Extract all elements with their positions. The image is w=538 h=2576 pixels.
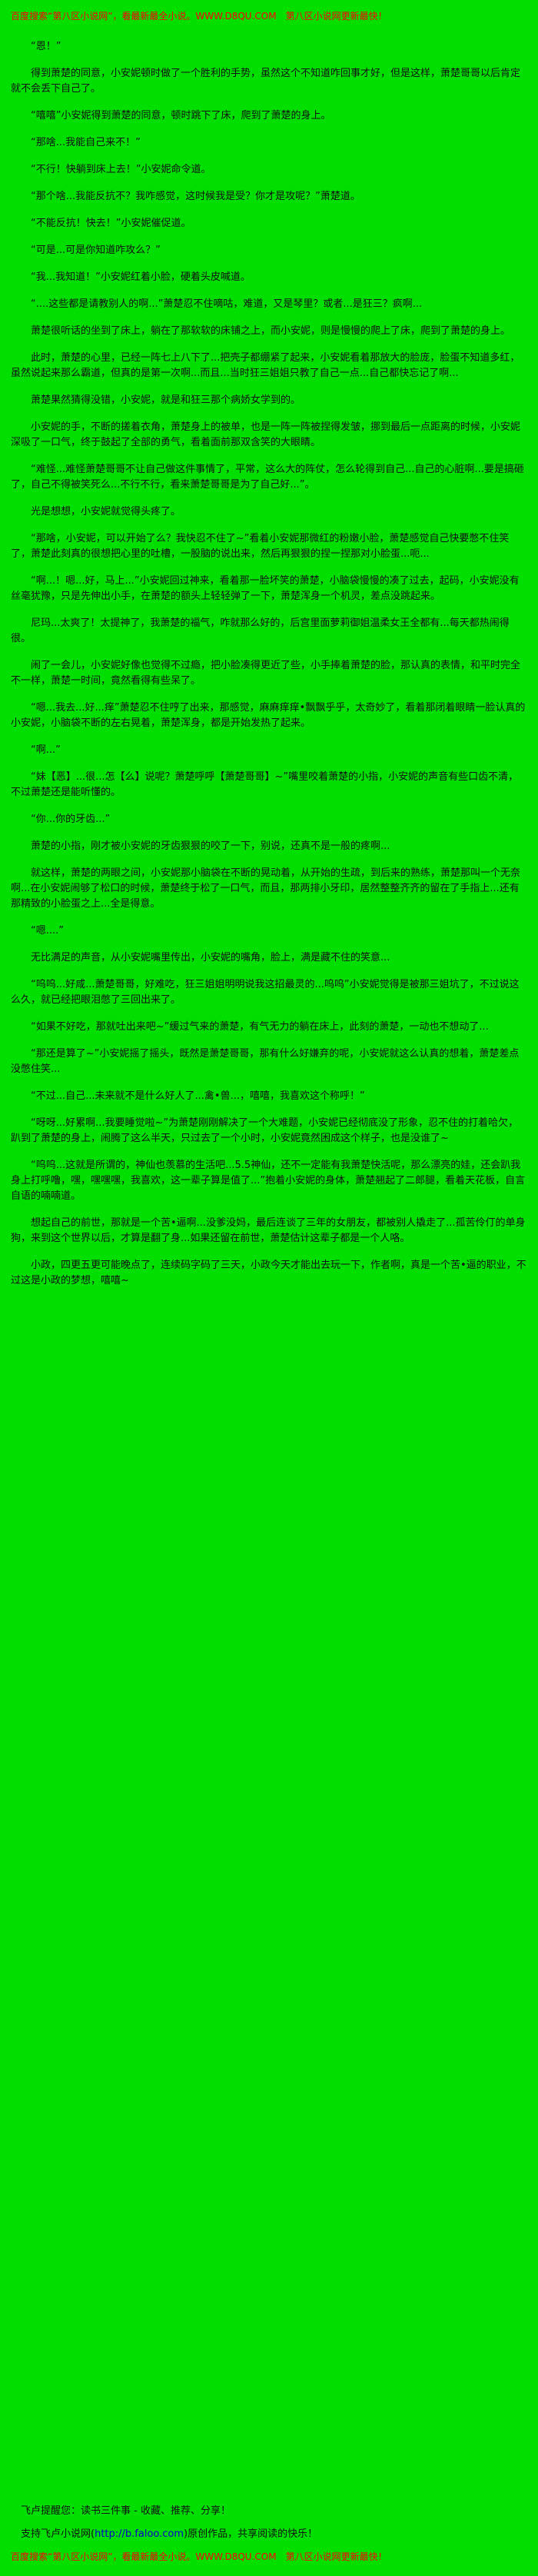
novel-paragraph: “啊...”	[31, 744, 61, 756]
novel-paragraph: 就这样，萧楚的两眼之间，小安妮那小脑袋在不断的晃动着，从开始的生疏，到后来的熟练…	[11, 867, 521, 910]
novel-paragraph: “啊...！嗯...好，马上...”小安妮回过神来，看着那一脸坏笑的萧楚，小脑袋…	[11, 575, 520, 602]
faloo-link[interactable]: http://b.faloo.com	[95, 2528, 184, 2540]
novel-paragraph: 尼玛...太爽了！太提神了，我萧楚的福气，咋就那么好的，后宫里面萝莉御姐温柔女王…	[11, 617, 510, 644]
novel-paragraph: “那啥...我能自己来不！”	[31, 137, 141, 148]
novel-paragraph: “呜呜...这就是所谓的，神仙也羡慕的生活吧...5.5神仙，还不一定能有我萧楚…	[11, 1160, 526, 1202]
novel-paragraph: “恩！”	[31, 41, 61, 52]
top-promo-banner[interactable]: 百度搜索“第八区小说网”，看最新最全小说。WWW.D8QU.COM 第八区小说网…	[11, 11, 387, 22]
support-line: 支持飞卢小说网(http://b.faloo.com)原创作品，共享阅读的快乐！	[11, 2527, 527, 2542]
novel-paragraph: 小安妮的手，不断的搓着衣角，萧楚身上的被单，也是一阵一阵被捏得发皱，挪到最后一点…	[11, 421, 521, 448]
novel-paragraph: “如果不好吃，那就吐出来吧~”缓过气来的萧楚，有气无力的躺在床上，此刻的萧楚，一…	[31, 1021, 489, 1033]
novel-paragraph: “呜呜...好咸...萧楚哥哥，好难吃，狂三姐姐明明说我这招最灵的...呜呜”小…	[11, 979, 520, 1006]
novel-content: “恩！” 得到萧楚的同意，小安妮顿时做了一个胜利的手势，虽然这个不知道咋回事才好，…	[11, 28, 527, 2482]
novel-paragraph: “嗯....”	[31, 925, 64, 937]
novel-paragraph: “呀呀...好累啊...我要睡觉啦~”为萧楚刚刚解决了一个大难题，小安妮已经彻底…	[11, 1117, 519, 1144]
support-text-prefix: 支持飞卢小说网(	[21, 2528, 95, 2540]
novel-paragraph: 想起自己的前世，那就是一个苦•逼啊...没爹没妈，最后连谈了三年的女朋友，都被别…	[11, 1217, 526, 1244]
novel-paragraph: 无比满足的声音，从小安妮嘴里传出，小安妮的嘴角，脸上，满是藏不住的笑意...	[31, 952, 390, 964]
reading-reminder: 飞卢提醒您：读书三件事 - 收藏、推荐、分享！	[21, 2505, 231, 2517]
novel-paragraph: “....这些都是请教别人的啊...”萧楚忍不住嘀咕，难道，又是琴里？或者...…	[31, 298, 423, 310]
novel-paragraph: “你...你的牙齿...”	[31, 814, 111, 825]
novel-paragraph: “嘻嘻”小安妮得到萧楚的同意，顿时跳下了床，爬到了萧楚的身上。	[31, 110, 331, 121]
novel-paragraph: 萧楚的小指，刚才被小安妮的牙齿狠狠的咬了一下，别说，还真不是一般的疼啊...	[31, 840, 390, 852]
novel-paragraph: “妹【恶】...很...怎【么】说呢？萧楚呼呼【萧楚哥哥】~”嘴里咬着萧楚的小指…	[11, 771, 519, 798]
page-footer: 飞卢提醒您：读书三件事 - 收藏、推荐、分享！ 支持飞卢小说网(http://b…	[11, 2496, 527, 2568]
novel-paragraph: “可是...可是你知道咋攻么？”	[31, 245, 161, 256]
novel-paragraph: “那还是算了~”小安妮摇了摇头，既然是萧楚哥哥，那有什么好嫌弃的呢，小安妮就这么…	[11, 1048, 520, 1075]
novel-paragraph: “那个啥...我能反抗不？我咋感觉，这时候我是受？你才是攻呢？”萧楚道。	[31, 191, 360, 202]
novel-paragraph: “那啥，小安妮，可以开始了么？我快忍不住了~”看着小安妮那微红的粉嫩小脸，萧楚感…	[11, 533, 510, 560]
novel-paragraph: 萧楚果然猜得没错，小安妮，就是和狂三那个病娇女学到的。	[31, 394, 301, 406]
novel-paragraph: 萧楚很听话的坐到了床上，躺在了那软软的床铺之上，而小安妮，则是慢慢的爬上了床，爬…	[31, 325, 511, 337]
novel-paragraph: 小政，四更五更可能晚点了，连续码字码了三天，小政今天才能出去玩一下，作者啊，真是…	[11, 1260, 526, 1286]
novel-paragraph: 此时，萧楚的心里，已经一阵七上八下了...把壳子都绷紧了起来，小安妮看着那放大的…	[11, 352, 520, 379]
novel-paragraph: “不能反抗！快去！”小安妮催促道。	[31, 218, 191, 229]
novel-paragraph: “嗯...我去...好...痒”萧楚忍不住哼了出来，那感觉，麻麻痒痒•飘飘乎乎，…	[11, 702, 526, 729]
novel-paragraph: “不过...自己...未来就不是什么好人了...禽•兽...，嘻嘻，我喜欢这个称…	[31, 1090, 365, 1102]
support-text-suffix: )原创作品，共享阅读的快乐！	[184, 2528, 318, 2540]
novel-paragraph: “我...我知道！”小安妮红着小脸，硬着头皮喊道。	[31, 271, 251, 283]
bottom-promo-banner[interactable]: 百度搜索“第八区小说网”，看最新最全小说。WWW.D8QU.COM 第八区小说网…	[11, 2551, 387, 2562]
novel-paragraph: “不行！快躺到床上去！”小安妮命令道。	[31, 164, 211, 175]
novel-paragraph: 光是想想，小安妮就觉得头疼了。	[31, 506, 181, 518]
novel-paragraph: 得到萧楚的同意，小安妮顿时做了一个胜利的手势，虽然这个不知道咋回事才好，但是这样…	[11, 68, 521, 95]
novel-paragraph: “难怪...难怪萧楚哥哥不让自己做这件事情了，平常，这么大的阵仗，怎么轮得到自己…	[11, 464, 524, 491]
novel-paragraph: 闹了一会儿，小安妮好像也觉得不过瘾，把小脸凑得更近了些，小手捧着萧楚的脸，那认真…	[11, 660, 521, 687]
